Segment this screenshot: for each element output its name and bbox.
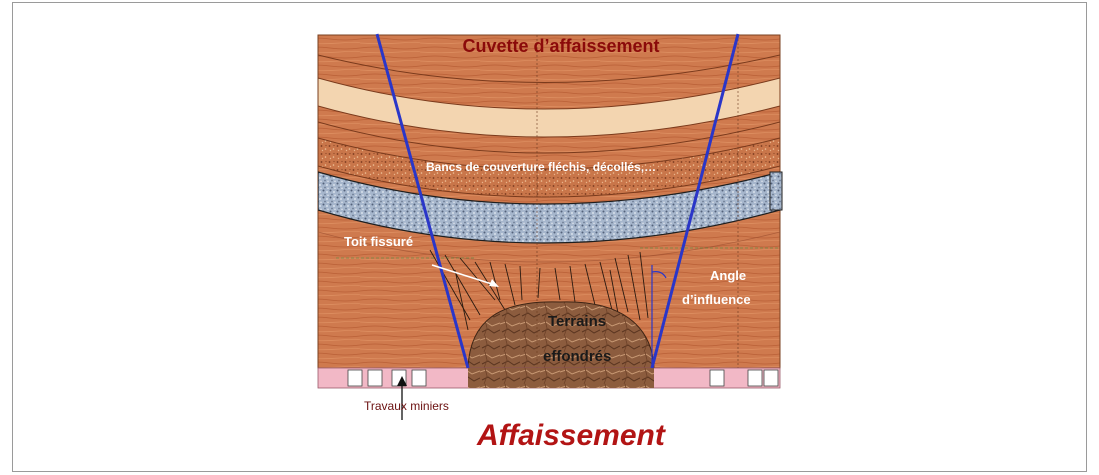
cuvette-label: Cuvette d’affaissement bbox=[462, 36, 659, 56]
bancs-label: Bancs de couverture fléchis, décollés,… bbox=[426, 160, 656, 174]
travaux-label: Travaux miniers bbox=[364, 399, 449, 413]
terrains-label-line1: Terrains bbox=[548, 313, 606, 330]
terrains-label-line2: effondrés bbox=[543, 348, 611, 365]
main-title: Affaissement bbox=[476, 419, 667, 452]
toit-label: Toit fissuré bbox=[344, 234, 413, 249]
angle-label-line2: d’influence bbox=[682, 292, 751, 307]
angle-label-line1: Angle bbox=[710, 268, 746, 283]
